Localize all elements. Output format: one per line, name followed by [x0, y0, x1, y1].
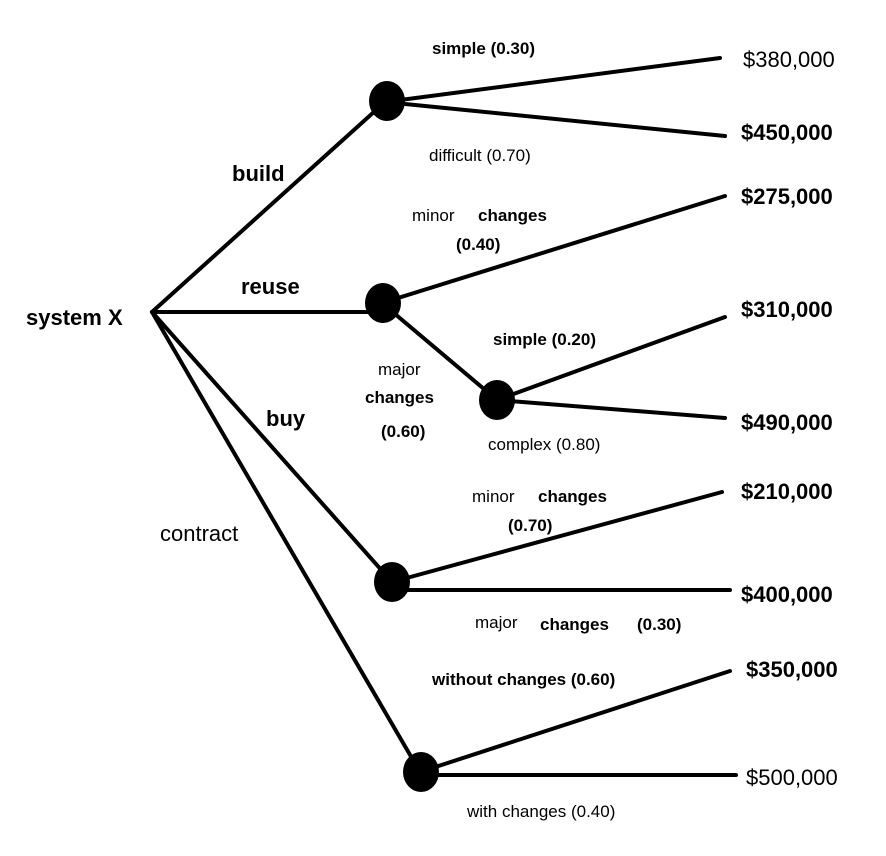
- contract-with-value: $500,000: [746, 765, 838, 790]
- buy-minor-label-changes: changes: [538, 487, 607, 506]
- reuse-major-label-changes: changes: [365, 388, 434, 407]
- branch-buy-minor: [390, 490, 724, 584]
- reuse-minor-label-word: minor: [412, 206, 455, 225]
- contract-without-label: without changes (0.60): [432, 670, 616, 689]
- branch-build-difficult: [383, 100, 727, 138]
- reuse-minor-value: $275,000: [741, 184, 833, 209]
- buy-minor-probability: (0.70): [508, 516, 553, 535]
- branch-reuse-minor: [380, 194, 727, 305]
- alt-buy-label: buy: [266, 406, 306, 431]
- build-simple-label: simple (0.30): [432, 39, 535, 58]
- reuse-minor-probability: (0.40): [456, 235, 501, 254]
- root-label: system X: [26, 305, 123, 330]
- contract-without-value: $350,000: [746, 657, 838, 682]
- alt-reuse-label: reuse: [241, 274, 300, 299]
- branch-contract: [150, 310, 422, 774]
- buy-major-label-word: major: [475, 613, 518, 632]
- chance-node-buy: [374, 562, 410, 602]
- branch-buy: [150, 310, 394, 584]
- reuse-major-complex-label: complex (0.80): [488, 435, 601, 454]
- branch-reuse-major: [380, 301, 499, 402]
- buy-major-label-changes: changes: [540, 615, 609, 634]
- buy-major-value: $400,000: [741, 582, 833, 607]
- reuse-major-label-word: major: [378, 360, 421, 379]
- buy-major-probability: (0.30): [637, 615, 682, 634]
- alt-contract-label: contract: [160, 521, 239, 546]
- build-difficult-label: difficult (0.70): [429, 146, 531, 165]
- contract-with-label: with changes (0.40): [467, 802, 616, 821]
- alt-build-label: build: [232, 161, 285, 186]
- reuse-major-simple-label: simple (0.20): [493, 330, 596, 349]
- branch-build: [150, 100, 387, 314]
- branch-build-simple: [383, 56, 722, 104]
- chance-node-reuse-major: [479, 380, 515, 420]
- reuse-major-simple-value: $310,000: [741, 297, 833, 322]
- reuse-minor-label-changes: changes: [478, 206, 547, 225]
- buy-minor-label-word: minor: [472, 487, 515, 506]
- reuse-major-probability: (0.60): [381, 422, 426, 441]
- build-difficult-value: $450,000: [741, 120, 833, 145]
- chance-node-build: [369, 81, 405, 121]
- branch-reuse-major-complex: [495, 398, 727, 420]
- branch-reuse-major-simple: [495, 315, 727, 402]
- reuse-major-complex-value: $490,000: [741, 410, 833, 435]
- chance-node-reuse: [365, 283, 401, 323]
- chance-node-contract: [403, 752, 439, 792]
- build-simple-value: $380,000: [743, 47, 835, 72]
- buy-minor-value: $210,000: [741, 479, 833, 504]
- branch-contract-without: [418, 669, 732, 774]
